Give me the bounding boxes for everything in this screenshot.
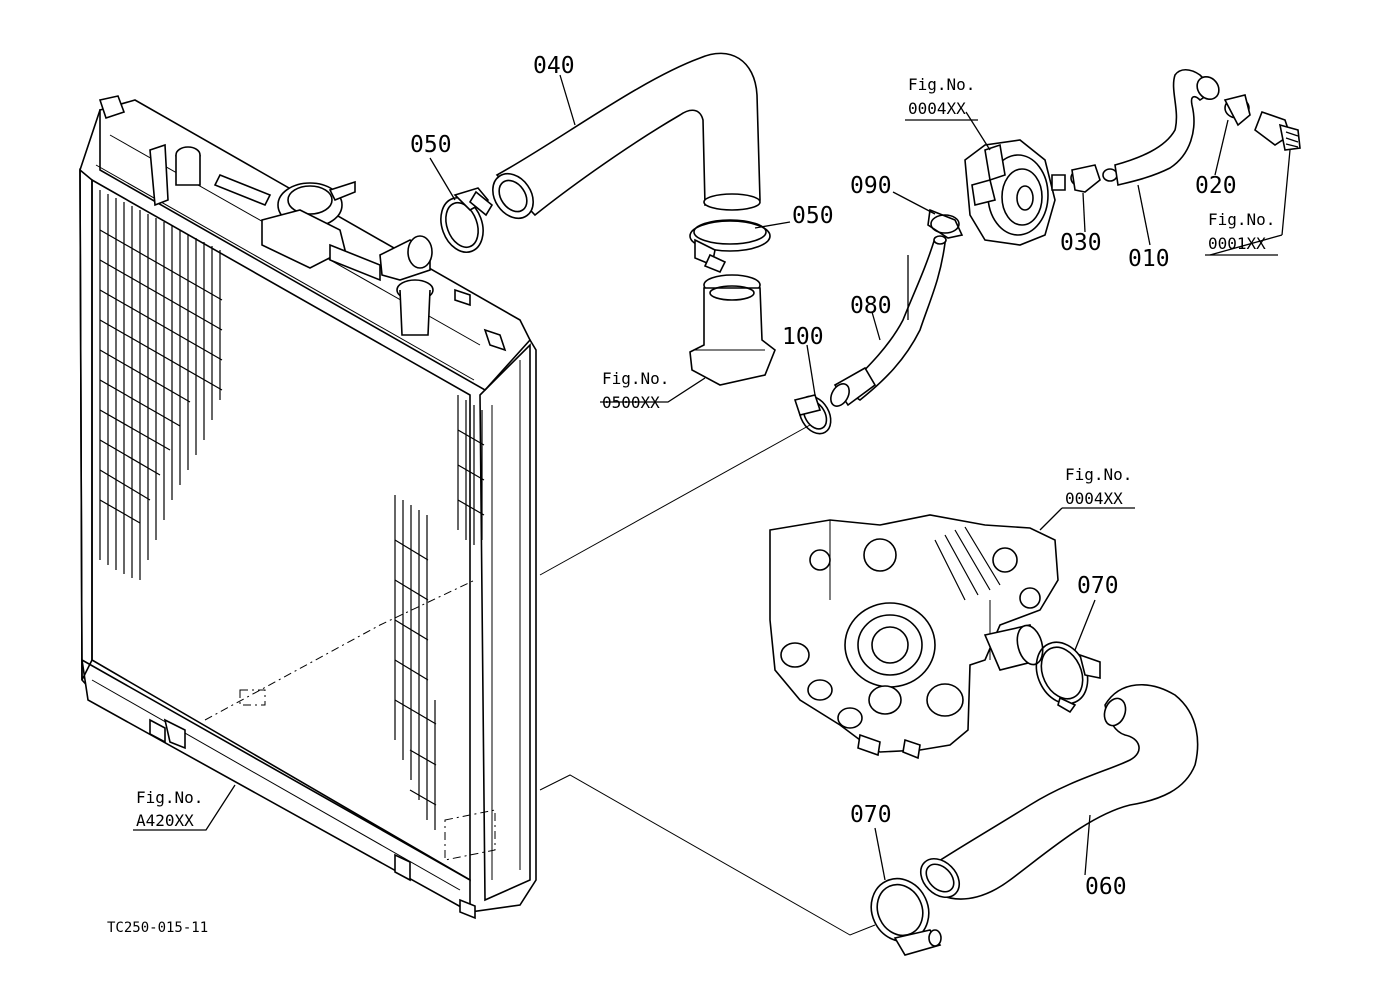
fig-ref-radiator: Fig.No. A420XX bbox=[136, 788, 203, 830]
hose-clip-090 bbox=[927, 208, 964, 239]
fitting-0001xx bbox=[1254, 110, 1301, 151]
hose-clamp-070-upper bbox=[1035, 641, 1101, 714]
hose-clamp-050-right bbox=[689, 219, 771, 274]
callout-090: 090 bbox=[850, 173, 892, 199]
callout-080: 080 bbox=[850, 293, 892, 319]
engine-block bbox=[769, 514, 1059, 760]
callout-060: 060 bbox=[1085, 874, 1127, 900]
callout-020: 020 bbox=[1195, 173, 1237, 199]
callout-070-lower: 070 bbox=[850, 802, 892, 828]
radiator-assembly bbox=[79, 95, 537, 920]
fig-ref-water-flange: Fig.No. 0004XX bbox=[908, 75, 975, 118]
callout-050-right: 050 bbox=[792, 203, 834, 229]
figure-references: Fig.No. 0004XX Fig.No. 0001XX Fig.No. 05… bbox=[136, 75, 1275, 830]
callout-040: 040 bbox=[533, 53, 575, 79]
leader-lines bbox=[133, 74, 1291, 936]
upper-radiator-hose-040 bbox=[492, 52, 761, 220]
callout-030: 030 bbox=[1060, 230, 1102, 256]
fig-ref-number: 0001XX bbox=[1208, 234, 1266, 253]
water-flange-housing bbox=[964, 139, 1066, 246]
fig-ref-number: 0004XX bbox=[908, 99, 966, 118]
fig-ref-label: Fig.No. bbox=[1208, 210, 1275, 229]
fig-ref-label: Fig.No. bbox=[1065, 465, 1132, 484]
fig-ref-number: 0004XX bbox=[1065, 489, 1123, 508]
lower-radiator-hose-060 bbox=[919, 684, 1199, 900]
callout-labels: 040 050 050 090 030 010 020 080 100 070 … bbox=[410, 53, 1237, 900]
fig-ref-label: Fig.No. bbox=[136, 788, 203, 807]
callout-070-upper: 070 bbox=[1077, 573, 1119, 599]
fig-ref-label: Fig.No. bbox=[908, 75, 975, 94]
hose-clamp-050-left bbox=[440, 187, 494, 253]
hose-clip-020 bbox=[1223, 94, 1251, 127]
hose-010 bbox=[1114, 68, 1220, 186]
fig-ref-thermostat-housing: Fig.No. 0500XX bbox=[602, 369, 669, 412]
fig-ref-fitting: Fig.No. 0001XX bbox=[1208, 210, 1275, 253]
fig-ref-label: Fig.No. bbox=[602, 369, 669, 388]
hose-clip-100 bbox=[793, 394, 832, 435]
hose-clip-030 bbox=[1070, 164, 1118, 193]
bypass-hose-080 bbox=[830, 235, 947, 407]
fig-ref-number: A420XX bbox=[136, 811, 194, 830]
hose-clamp-070-lower bbox=[870, 877, 942, 956]
fig-ref-engine: Fig.No. 0004XX bbox=[1065, 465, 1132, 508]
drawing-code: TC250-015-11 bbox=[107, 920, 208, 936]
fig-ref-number: 0500XX bbox=[602, 393, 660, 412]
callout-010: 010 bbox=[1128, 246, 1170, 272]
callout-100: 100 bbox=[782, 324, 824, 350]
callout-050-left: 050 bbox=[410, 132, 452, 158]
thermostat-housing bbox=[689, 274, 776, 386]
